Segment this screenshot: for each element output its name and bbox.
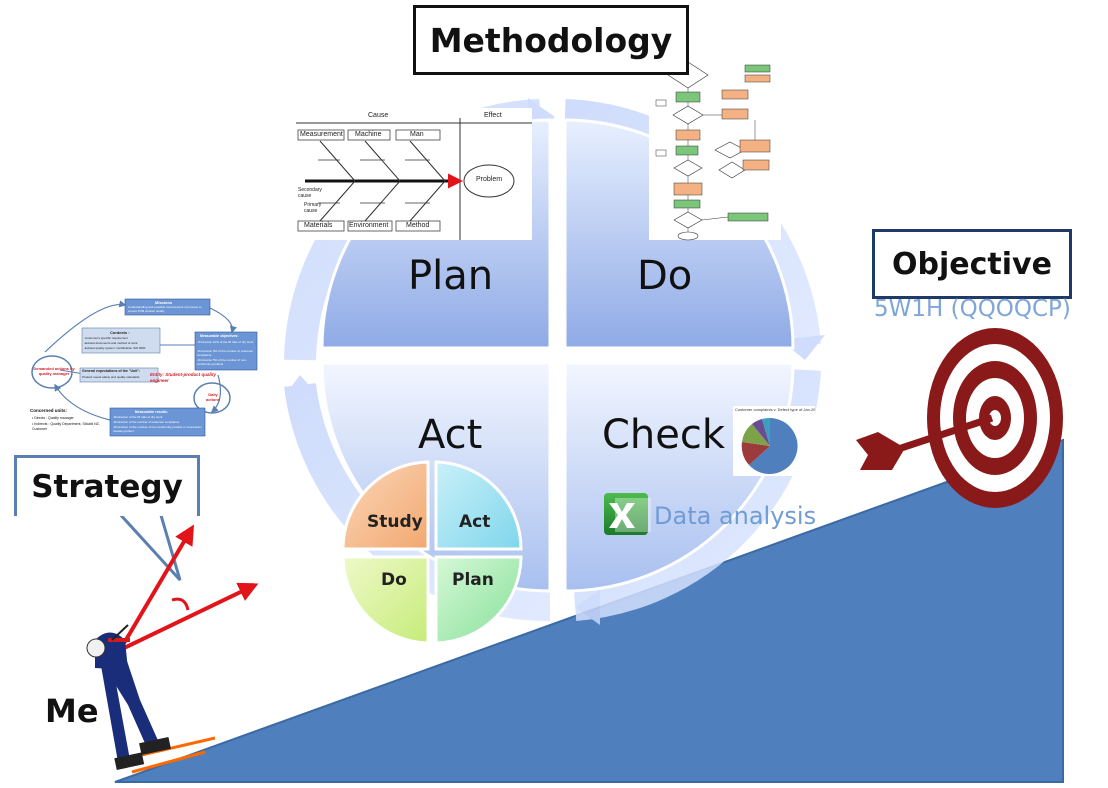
pdca-plan-label: Plan [408,253,494,299]
context-line-2: -Existed documents and method of work [84,341,138,345]
pdca-act-label: Act [418,412,483,458]
pie-chart-title: Customer complaints v. Defect type of Ja… [735,407,815,412]
context-title: Contexts : [110,330,130,335]
target-arrow-icon [856,414,994,470]
results-title: Measurable results: [135,410,168,414]
fishbone-effect-header: Effect [484,112,502,119]
expectations-title: General expectations of the "Unit": [82,369,141,373]
pdsa-cycle [341,460,523,645]
mission-text: Understanding and possible improvement o… [128,305,202,313]
context-line-1: -Customer's specific requirement [84,336,128,340]
results-line-1: -Diminution of the fill ratio of dry wor… [113,415,163,419]
objectives-line-3: -Diminution 5% of the number of non-conf… [197,358,247,366]
pdsa-quadrant-act [434,460,523,551]
excel-data-analysis-label: Data analysis [654,502,817,530]
fishbone-problem: Problem [476,176,503,183]
demanded-actions: Demanded actions by quality manager [33,366,75,376]
pdca-do-label: Do [637,253,693,299]
results-line-3: -Diminution of the number of non-conform… [113,425,202,433]
skier-figure [86,624,216,774]
pdsa-plan-label: Plan [452,570,494,590]
units-line-1: • Directs : Quality manager [32,416,74,420]
units-title: Concerned units: [30,408,68,413]
excel-icon [604,493,651,535]
objective-label: Objective [872,229,1072,299]
pdca-check-label: Check [602,412,726,458]
fishbone-cause-header: Cause [368,112,389,119]
daily-actions: Daily actions [205,392,220,402]
pdsa-do-label: Do [381,570,407,590]
fishbone-cause-materials: Materials [304,222,333,229]
strategy-label: Strategy [14,455,200,516]
objectives-line-1: -Diminution 10% of the fill ratio of dry… [197,340,254,344]
objective-subtitle: 5W1H (QQOQCP) [874,296,1071,322]
context-line-3: -Existed quality system: Certification I… [84,346,146,350]
entity-label: Entity: Student-product quality engineer [150,372,216,383]
fishbone-cause-method: Method [406,222,430,229]
flowchart-diagram [649,55,781,241]
objectives-line-2: -Diminution 5% of the number of customer… [197,349,254,357]
me-label: Me [45,692,99,730]
strategy-callout-pointer [114,510,182,582]
pdsa-quadrant-study [341,460,430,551]
fishbone-cause-environment: Environment [349,222,389,229]
fishbone-secondary-cause: Secondary cause [298,187,322,199]
mission-title: Missions [155,300,173,305]
fishbone-cause-measurement: Measurement [300,131,343,138]
pdsa-quadrant-plan [434,555,523,645]
direction-arrows [118,524,259,652]
expectations-text: Product meets safety and quality standar… [82,375,140,379]
fishbone-cause-machine: Machine [355,131,382,138]
units-line-2: • Indirects : Quality Department, Stäubl… [32,422,100,431]
target-icon [927,328,1063,508]
objectives-title: Measurable objectives: [200,334,239,338]
pdsa-act-label: Act [459,512,491,532]
fishbone-diagram [296,108,532,240]
fishbone-cause-man: Man [410,131,424,138]
pie-chart-icon [733,406,815,476]
mission-map-diagram [28,296,260,443]
methodology-label: Methodology [413,5,689,75]
pdsa-study-label: Study [367,512,423,532]
results-line-2: -Diminution of the number of customer co… [113,420,180,424]
pdsa-quadrant-do [341,555,430,645]
fishbone-primary-cause: Primary cause [304,202,322,214]
